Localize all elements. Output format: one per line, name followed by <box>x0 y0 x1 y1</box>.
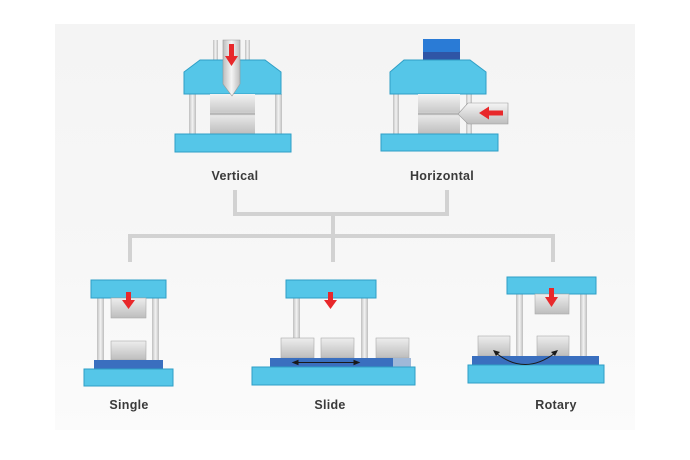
horizontal-label: Horizontal <box>409 169 475 183</box>
slide-press-icon <box>251 279 416 386</box>
vertical-label: Vertical <box>211 169 259 183</box>
horizontal-press-icon <box>380 39 509 152</box>
rotation-arrow-icon <box>493 350 558 365</box>
connector-lines <box>128 190 555 262</box>
red-arrow-icon <box>122 292 135 309</box>
red-arrow-icon <box>545 288 558 307</box>
vertical-press-icon <box>174 39 292 153</box>
red-arrow-icon <box>479 106 503 120</box>
slide-label: Slide <box>314 398 346 412</box>
rotary-press-icon <box>467 276 605 384</box>
single-press-icon <box>83 279 174 387</box>
red-arrow-icon <box>225 44 238 66</box>
slide-direction-arrow-icon <box>291 359 361 366</box>
rotary-label: Rotary <box>535 398 577 412</box>
single-label: Single <box>109 398 149 412</box>
red-arrow-icon <box>324 292 337 309</box>
